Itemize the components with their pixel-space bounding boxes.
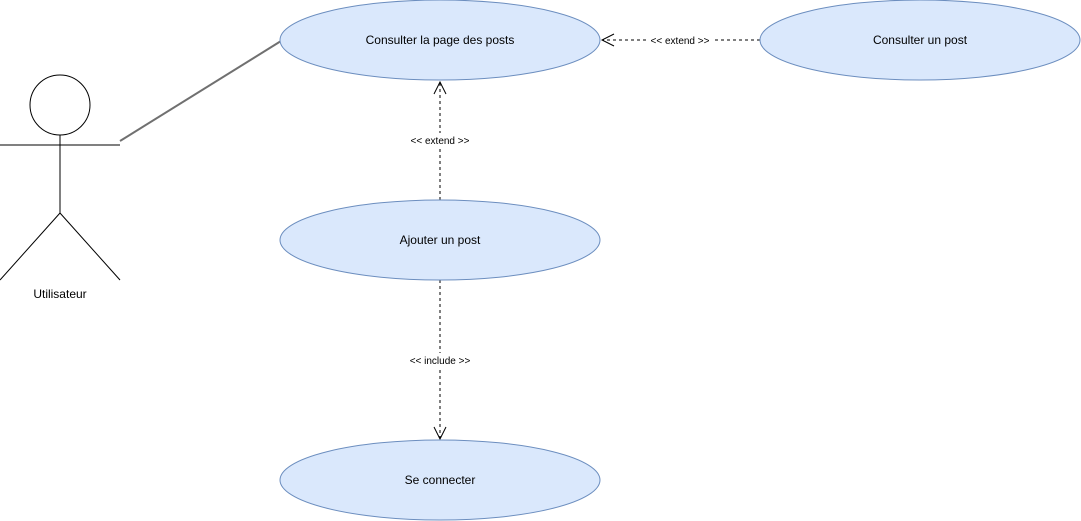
use-case-ellipse xyxy=(759,0,1081,81)
relation-include-login: << include >> xyxy=(403,280,477,441)
actor-head xyxy=(29,74,91,136)
arrowhead xyxy=(433,80,447,95)
relation-label: << extend >> xyxy=(411,136,470,147)
use-case-ellipse xyxy=(279,439,601,521)
use-case-consult-post[interactable]: Consulter un post xyxy=(759,0,1081,81)
use-case-consult-posts-page[interactable]: Consulter la page des posts xyxy=(279,0,601,81)
relation-label-bg xyxy=(403,353,477,367)
use-case-ellipse xyxy=(279,199,601,281)
relation-label: << extend >> xyxy=(651,36,710,47)
actor-label: Utilisateur xyxy=(33,287,86,301)
arrowhead xyxy=(600,33,615,47)
relation-label: << include >> xyxy=(410,356,471,367)
relation-label-bg xyxy=(646,33,714,47)
use-case-label: Consulter un post xyxy=(873,33,968,47)
relation-label-bg xyxy=(405,133,475,147)
use-case-label: Se connecter xyxy=(405,473,476,487)
use-case-login[interactable]: Se connecter xyxy=(279,439,601,521)
actor-utilisateur[interactable]: Utilisateur xyxy=(0,74,121,301)
arrowhead xyxy=(433,426,447,441)
actor-right-leg xyxy=(59,212,121,281)
use-case-label: Consulter la page des posts xyxy=(366,33,515,47)
association-line xyxy=(119,40,282,142)
actor-left-leg xyxy=(0,212,61,281)
relation-extend-consult-post: << extend >> xyxy=(600,33,760,47)
use-case-label: Ajouter un post xyxy=(400,233,481,247)
relation-extend-add-post: << extend >> xyxy=(405,80,475,200)
use-case-add-post[interactable]: Ajouter un post xyxy=(279,199,601,281)
use-case-ellipse xyxy=(279,0,601,81)
